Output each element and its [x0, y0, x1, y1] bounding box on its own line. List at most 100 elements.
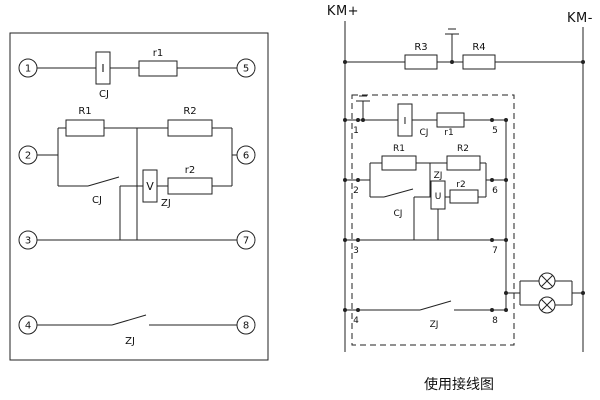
terminal-dot: [356, 118, 360, 122]
resistor-R3-box: [404, 54, 438, 70]
terminal-7: 7: [236, 230, 256, 250]
resistor-R1-box: [381, 155, 417, 171]
terminal-number: 7: [492, 246, 498, 256]
schematic-frame: [9, 32, 269, 361]
resistor-R1-label: R1: [78, 106, 91, 117]
right-wiring-diagram: KM+ KM- R3 R4 I CJ r1 R1 R2 ZJ U r: [327, 4, 593, 393]
terminal-6: 6: [236, 145, 256, 165]
terminal-number: 6: [492, 186, 498, 196]
bus-negative-label: KM-: [567, 11, 593, 26]
zj-contact-label: ZJ: [430, 320, 439, 330]
resistor-r1-box: [436, 112, 465, 128]
lamp-wiring: [506, 280, 583, 306]
resistor-r2-box: [167, 177, 213, 195]
ground-icon: [445, 28, 459, 62]
left-schematic: I CJ r1 R1 R2 V ZJ r2 CJ ZJ 1 2 3 4: [9, 32, 269, 361]
terminal-dot: [490, 308, 494, 312]
indicator-lamp-bottom: [538, 296, 556, 314]
voltage-coil-label: ZJ: [434, 171, 443, 181]
terminal-number: 5: [243, 64, 249, 75]
voltage-coil-symbol: U: [435, 192, 442, 202]
terminal-2: 2: [353, 178, 360, 196]
terminal-number: 6: [243, 151, 249, 162]
resistor-R2-label: R2: [457, 144, 469, 154]
terminal-circle: [18, 315, 38, 335]
terminal-dot: [490, 238, 494, 242]
terminal-circle: [236, 315, 256, 335]
terminal-number: 8: [492, 316, 498, 326]
cj-contact-label: CJ: [394, 209, 403, 219]
terminal-number: 1: [353, 126, 359, 136]
terminal-8: 8: [236, 315, 256, 335]
terminal-number: 8: [243, 321, 249, 332]
terminal-7: 7: [490, 238, 498, 256]
rail-stub-wires: [345, 119, 358, 311]
resistor-R2-label: R2: [183, 106, 196, 117]
resistor-r2-label: r2: [185, 165, 195, 176]
terminal-number: 3: [25, 236, 31, 247]
terminal-number: 5: [492, 126, 498, 136]
terminal-2: 2: [18, 145, 38, 165]
voltage-coil-box: [142, 169, 158, 203]
terminal-number: 7: [243, 236, 249, 247]
terminal-dot: [356, 238, 360, 242]
terminal-number: 2: [25, 151, 31, 162]
terminal-circle: [236, 145, 256, 165]
terminal-circle: [236, 230, 256, 250]
current-coil-label: CJ: [420, 128, 429, 138]
terminal-number: 4: [353, 316, 359, 326]
terminal-dot: [356, 308, 360, 312]
terminal-number: 4: [25, 321, 31, 332]
terminal-number: 2: [353, 186, 359, 196]
resistor-r2-box: [449, 189, 479, 204]
cj-contact-label: CJ: [92, 195, 102, 206]
cj-contact-blade: [87, 176, 120, 187]
zj-contact-label: ZJ: [125, 336, 135, 347]
terminal-circle: [18, 145, 38, 165]
current-coil-box: [95, 51, 111, 85]
voltage-coil-symbol: V: [146, 180, 154, 193]
zj-contact-blade: [111, 314, 147, 326]
zj-contact-blade: [419, 300, 452, 311]
terminal-number: 3: [353, 246, 359, 256]
resistor-r1-label: r1: [153, 48, 163, 59]
voltage-coil-label: ZJ: [161, 198, 171, 209]
lamp-cross: [541, 299, 553, 311]
voltage-coil-box: [430, 180, 446, 210]
resistor-R1-label: R1: [393, 144, 405, 154]
indicator-lamp-top: [538, 272, 556, 290]
terminal-circle: [236, 58, 256, 78]
resistor-R2-box: [446, 155, 481, 171]
resistor-r2-label: r2: [456, 180, 465, 190]
junction-dots: [343, 60, 585, 312]
terminal-3: 3: [18, 230, 38, 250]
resistor-R4-box: [462, 54, 496, 70]
resistor-R3-label: R3: [414, 42, 427, 53]
terminal-3: 3: [353, 238, 360, 256]
terminal-5: 5: [236, 58, 256, 78]
terminal-circle: [18, 58, 38, 78]
bus-positive-label: KM+: [327, 4, 359, 19]
current-coil-label: CJ: [99, 89, 109, 100]
resistor-R2-box: [167, 119, 213, 137]
relay-boundary-dashed-box: [351, 94, 515, 346]
terminal-4: 4: [18, 315, 38, 335]
current-coil-box: [397, 103, 413, 137]
terminal-8: 8: [490, 308, 498, 326]
resistor-R4-label: R4: [472, 42, 485, 53]
current-coil-symbol: I: [101, 62, 104, 75]
terminal-5: 5: [490, 118, 498, 136]
cj-contact-blade: [383, 188, 414, 198]
resistor-R1-box: [65, 119, 105, 137]
resistor-r1-label: r1: [444, 128, 453, 138]
terminal-4: 4: [353, 308, 360, 326]
caption: 使用接线图: [424, 376, 494, 393]
terminal-number: 1: [25, 64, 31, 75]
terminal-circle: [18, 230, 38, 250]
terminal-dot: [490, 118, 494, 122]
terminal-1: 1: [353, 118, 360, 136]
current-coil-symbol: I: [404, 116, 407, 127]
resistor-r1-box: [138, 60, 178, 77]
lamp-cross: [541, 275, 553, 287]
